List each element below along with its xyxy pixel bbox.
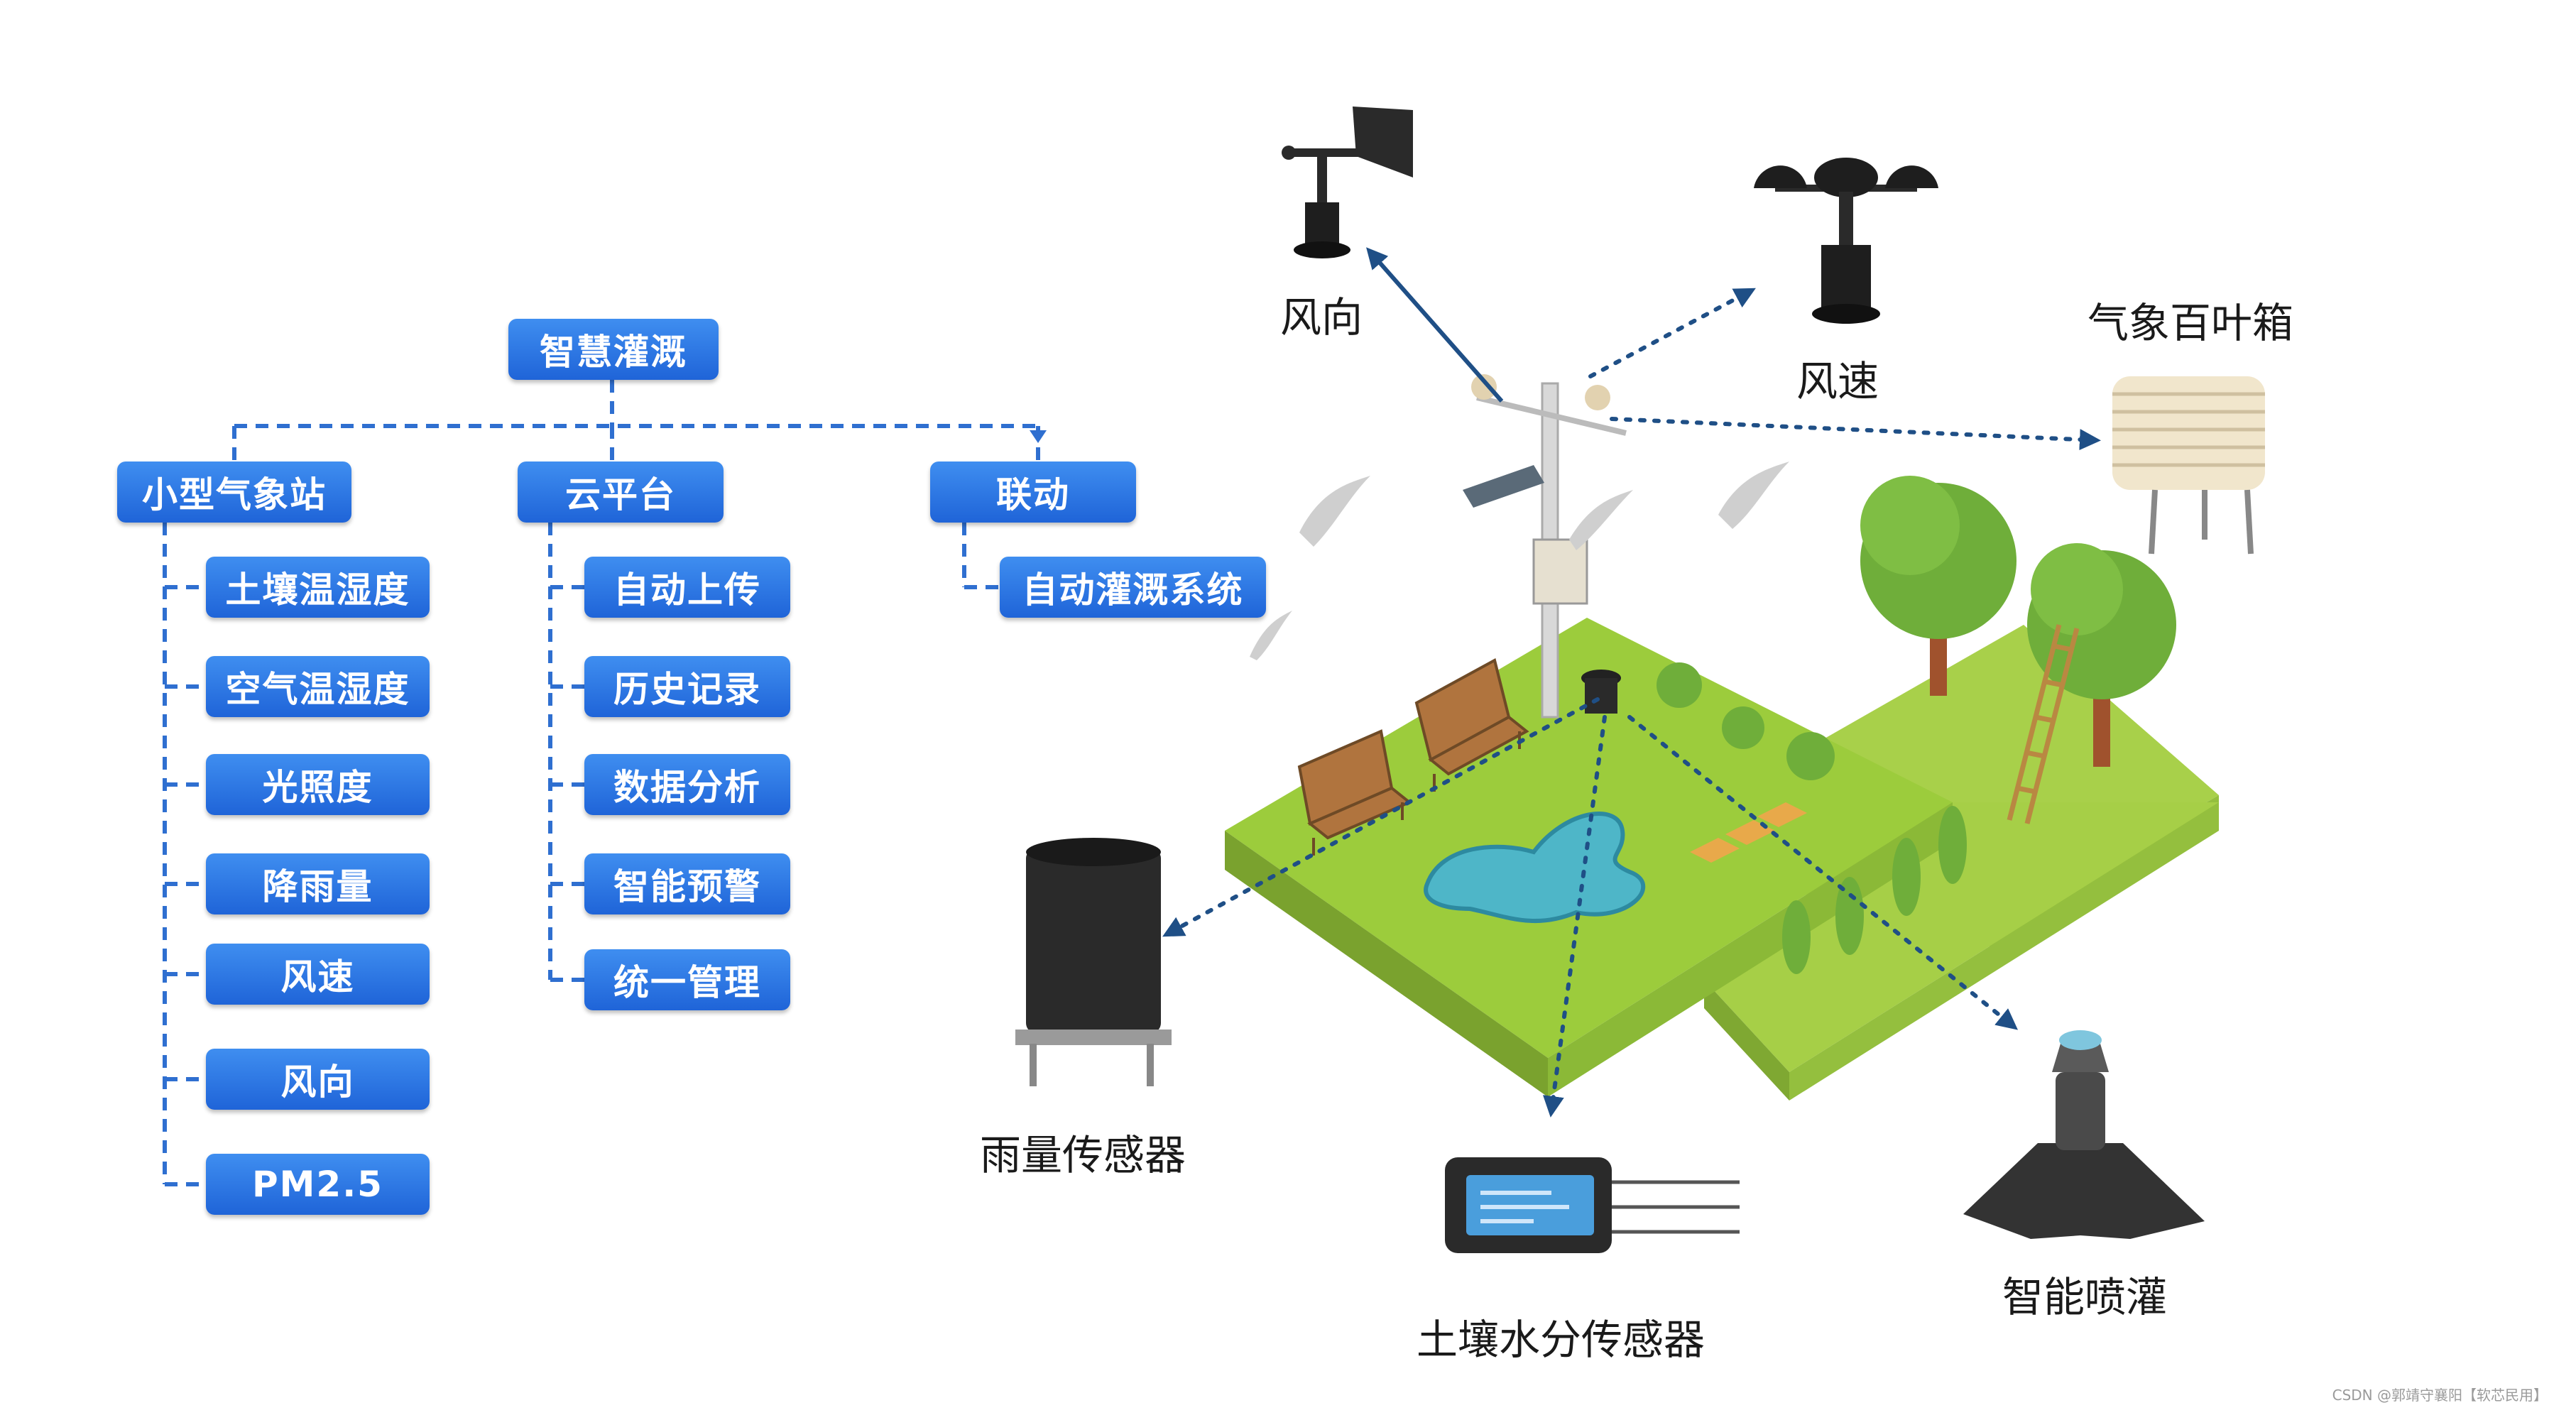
label-wind-direction: 风向 — [1280, 293, 1363, 342]
lower-garden-platform — [1704, 802, 2219, 1100]
label-louver-box: 气象百叶箱 — [2087, 299, 2294, 347]
node-smart-warning: 智能预警 — [584, 853, 790, 914]
birds — [1250, 462, 1789, 660]
node-rainfall: 降雨量 — [206, 853, 430, 914]
soil-moisture-sensor-icon — [1445, 1157, 1740, 1253]
node-wind-direction: 风向 — [206, 1049, 430, 1110]
smart-sprinkler-icon — [1963, 1030, 2205, 1239]
ground-rain-gauge-icon — [1581, 670, 1621, 714]
label-rain-sensor: 雨量传感器 — [980, 1131, 1186, 1179]
label-smart-sprinkler: 智能喷灌 — [2002, 1273, 2168, 1321]
node-unified-management: 统一管理 — [584, 949, 790, 1010]
pointer-lines — [1162, 247, 2101, 1118]
shrubs — [1657, 662, 1967, 974]
node-auto-upload: 自动上传 — [584, 557, 790, 618]
wind-vane-icon — [1282, 106, 1413, 258]
node-data-analysis: 数据分析 — [584, 754, 790, 815]
node-auto-irrigation-system: 自动灌溉系统 — [1000, 557, 1266, 618]
tree-left — [1860, 476, 2016, 696]
watermark-credit: CSDN @郭靖守襄阳【软芯民用】 — [2332, 1387, 2548, 1404]
node-illuminance: 光照度 — [206, 754, 430, 815]
anemometer-icon — [1754, 158, 1938, 324]
node-pm25: PM2.5 — [206, 1154, 430, 1215]
node-history: 历史记录 — [584, 656, 790, 717]
rain-sensor-icon — [1015, 838, 1172, 1086]
branch-weather-station: 小型气象站 — [117, 462, 351, 523]
node-soil-temp-humidity: 土壤温湿度 — [206, 557, 430, 618]
node-wind-speed: 风速 — [206, 944, 430, 1005]
pond — [1424, 812, 1646, 924]
label-wind-speed: 风速 — [1796, 357, 1879, 405]
ladder — [2007, 624, 2080, 824]
node-air-temp-humidity: 空气温湿度 — [206, 656, 430, 717]
branch-cloud-platform: 云平台 — [518, 462, 724, 523]
root-node: 智慧灌溉 — [508, 319, 719, 380]
branch-linkage: 联动 — [930, 462, 1136, 523]
tree-right — [2027, 543, 2176, 767]
tree-connectors — [163, 380, 1047, 1186]
label-soil-moisture-sensor: 土壤水分传感器 — [1417, 1316, 1705, 1364]
weather-station-mast — [1463, 374, 1627, 719]
louver-box-icon — [2112, 376, 2265, 555]
